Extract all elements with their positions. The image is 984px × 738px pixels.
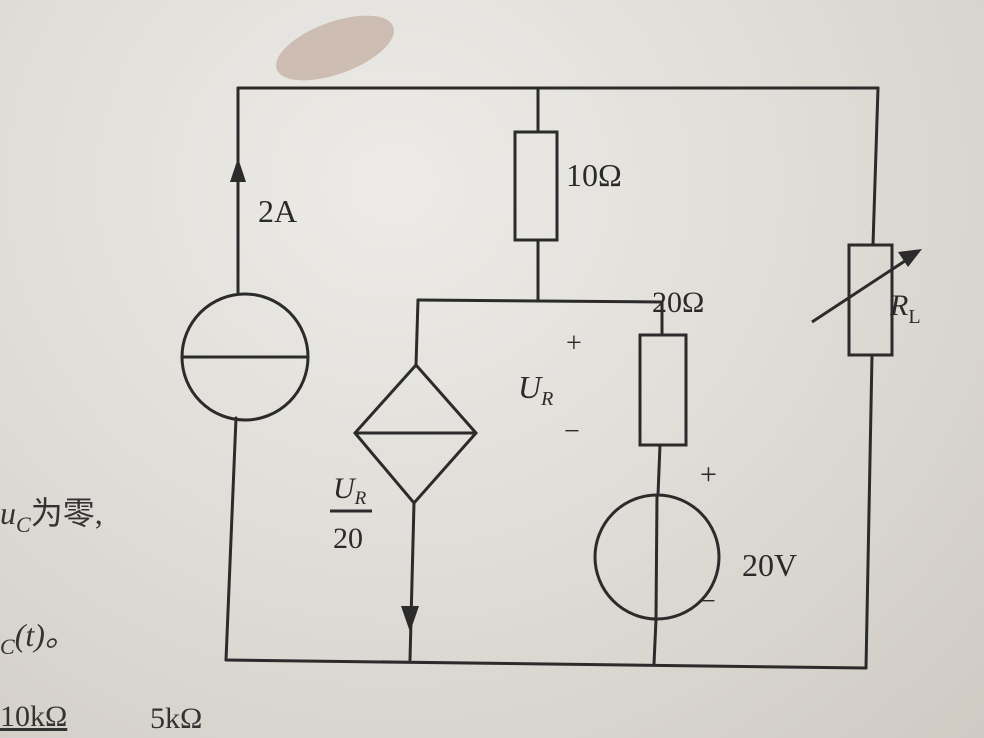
variable-resistor-arrow-shaft: [811, 253, 915, 324]
resistor-20ohm-label: 20Ω: [652, 286, 704, 319]
page-text-line-2: C(t)。: [0, 617, 77, 659]
voltage-source-line: [654, 494, 659, 620]
page-text-bottom-2: 5kΩ: [150, 702, 203, 735]
voltage-source-minus: −: [700, 586, 716, 617]
page-text-bottom-1: 10kΩ: [0, 700, 68, 733]
wire-middle-node: [416, 298, 664, 304]
variable-resistor-rl: [847, 243, 894, 357]
wire-bottom: [224, 658, 868, 670]
current-source-label: 2A: [258, 193, 297, 229]
voltage-source-label: 20V: [742, 547, 797, 583]
ur-plus: +: [566, 328, 582, 359]
wire-right-upper: [871, 86, 880, 247]
wire-vsrc-bottom: [652, 617, 658, 666]
smudge-mark: [276, 15, 394, 81]
dependent-current-arrow: [401, 606, 419, 632]
ur-minus: −: [564, 416, 580, 447]
ur-label: UR: [518, 369, 553, 410]
wire-dep-bottom: [408, 501, 416, 662]
resistor-10ohm-label: 10Ω: [566, 157, 622, 193]
page-text-line-1: uC为零,: [0, 495, 103, 537]
dep-numerator: UR: [333, 472, 367, 509]
resistor-20ohm: [638, 333, 688, 447]
rl-label: RL: [889, 289, 921, 328]
wire-r2-bottom: [656, 443, 662, 497]
voltage-source-plus: +: [700, 458, 717, 491]
wire-dep-top: [414, 298, 420, 367]
wire-left-lower: [224, 416, 238, 662]
variable-resistor-arrowhead: [898, 249, 922, 267]
resistor-10ohm: [513, 130, 559, 242]
wire-right-lower: [864, 353, 874, 670]
dep-denominator: 20: [333, 522, 363, 555]
current-arrow: [230, 158, 246, 182]
